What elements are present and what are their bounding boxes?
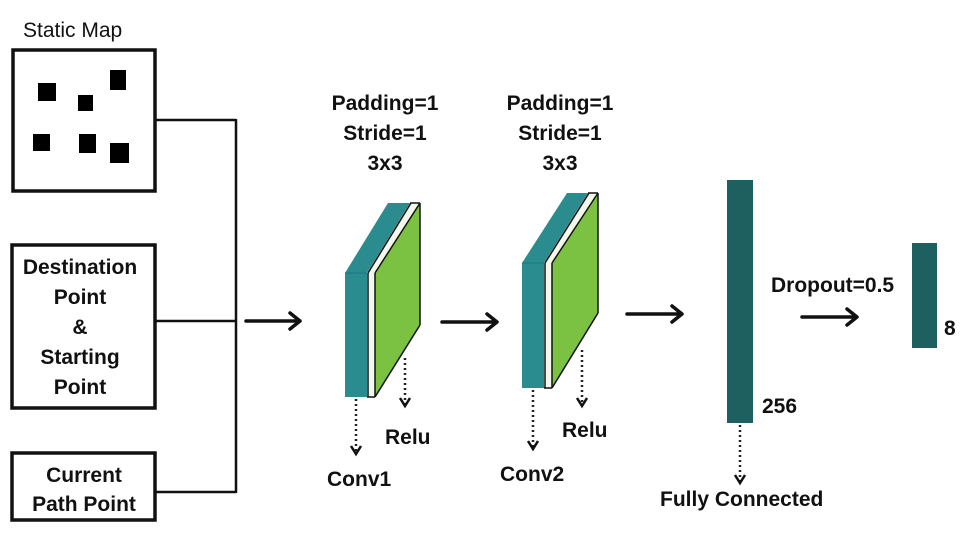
chevron-down-icon [526,440,540,452]
conv-separator-strip [367,203,420,397]
fc-bar [727,180,753,423]
obstacle-square [79,134,96,153]
conv2-name-label: Conv2 [500,463,564,486]
destination-line-4: Starting [40,346,119,369]
fc-units-label: 256 [762,395,797,418]
conv2-block [522,192,599,389]
conv2-kernel-label: 3x3 [542,152,577,175]
destination-box [10,243,157,410]
conv-green-edge [551,192,599,264]
obstacle-square [110,143,129,163]
chevron-down-icon [398,397,412,409]
conv1-stride-label: Stride=1 [343,122,427,145]
arrow-to-output [800,307,859,327]
fully-connected-layer: 256 Fully Connected [660,180,823,511]
current-line-2: Path Point [32,493,136,516]
conv2-relu-label: Relu [562,419,608,442]
destination-line-1: Destination [23,256,137,279]
arrow-to-fc [625,304,684,324]
output-bar [912,243,937,348]
dropout-label: Dropout=0.5 [771,274,894,297]
destination-starting-input: Destination Point & Starting Point [10,243,157,410]
right-arrow-icon [625,304,684,324]
conv-top-face [522,193,588,263]
destination-line-5: Point [54,376,107,399]
conv1-layer: Padding=1 Stride=1 3x3 Conv1 Relu [327,92,439,491]
conv-front-face [522,263,544,388]
input-merge-wires [155,118,238,494]
conv-top-face [345,203,410,273]
obstacle-square [33,134,50,151]
current-path-input: Current Path Point [10,451,157,522]
conv1-name-label: Conv1 [327,468,392,491]
obstacle-square [78,95,93,111]
obstacle-squares [33,70,129,163]
conv2-padding-label: Padding=1 [507,92,614,115]
conv-bottom-edge [374,324,421,398]
output-units-label: 8 [944,317,956,340]
conv-bottom-edge [551,312,599,389]
static-map-title: Static Map [23,19,122,42]
destination-line-3: & [72,316,87,339]
arrow-to-conv2 [440,312,499,332]
conv-feature-face [375,203,420,397]
obstacle-square [110,70,126,90]
conv1-relu-label: Relu [385,426,431,449]
destination-line-2: Point [54,286,107,309]
conv2-stride-label: Stride=1 [518,122,602,145]
conv-seam-edge [544,192,590,264]
conv2-layer: Padding=1 Stride=1 3x3 Conv2 Relu [500,92,614,486]
right-arrow-icon [440,312,499,332]
conv-green-edge [374,202,421,274]
dropout-output-layer: Dropout=0.5 8 [771,243,956,348]
current-path-box [10,451,157,522]
fc-name-label: Fully Connected [660,488,823,511]
chevron-down-icon [349,445,363,457]
conv-front-face [345,273,367,397]
conv1-block [345,202,421,398]
chevron-down-icon [733,474,747,486]
current-line-1: Current [46,464,122,487]
conv-seam-edge [367,202,412,274]
conv1-kernel-label: 3x3 [367,152,402,175]
static-map-input: Static Map [11,19,157,193]
conv-feature-face [552,193,598,388]
obstacle-square [38,83,56,101]
right-arrow-icon [244,311,302,331]
arrow-to-conv1 [244,311,302,331]
chevron-down-icon [575,397,589,409]
static-map-box [11,48,157,193]
right-arrow-icon [800,307,859,327]
conv1-padding-label: Padding=1 [332,92,439,115]
